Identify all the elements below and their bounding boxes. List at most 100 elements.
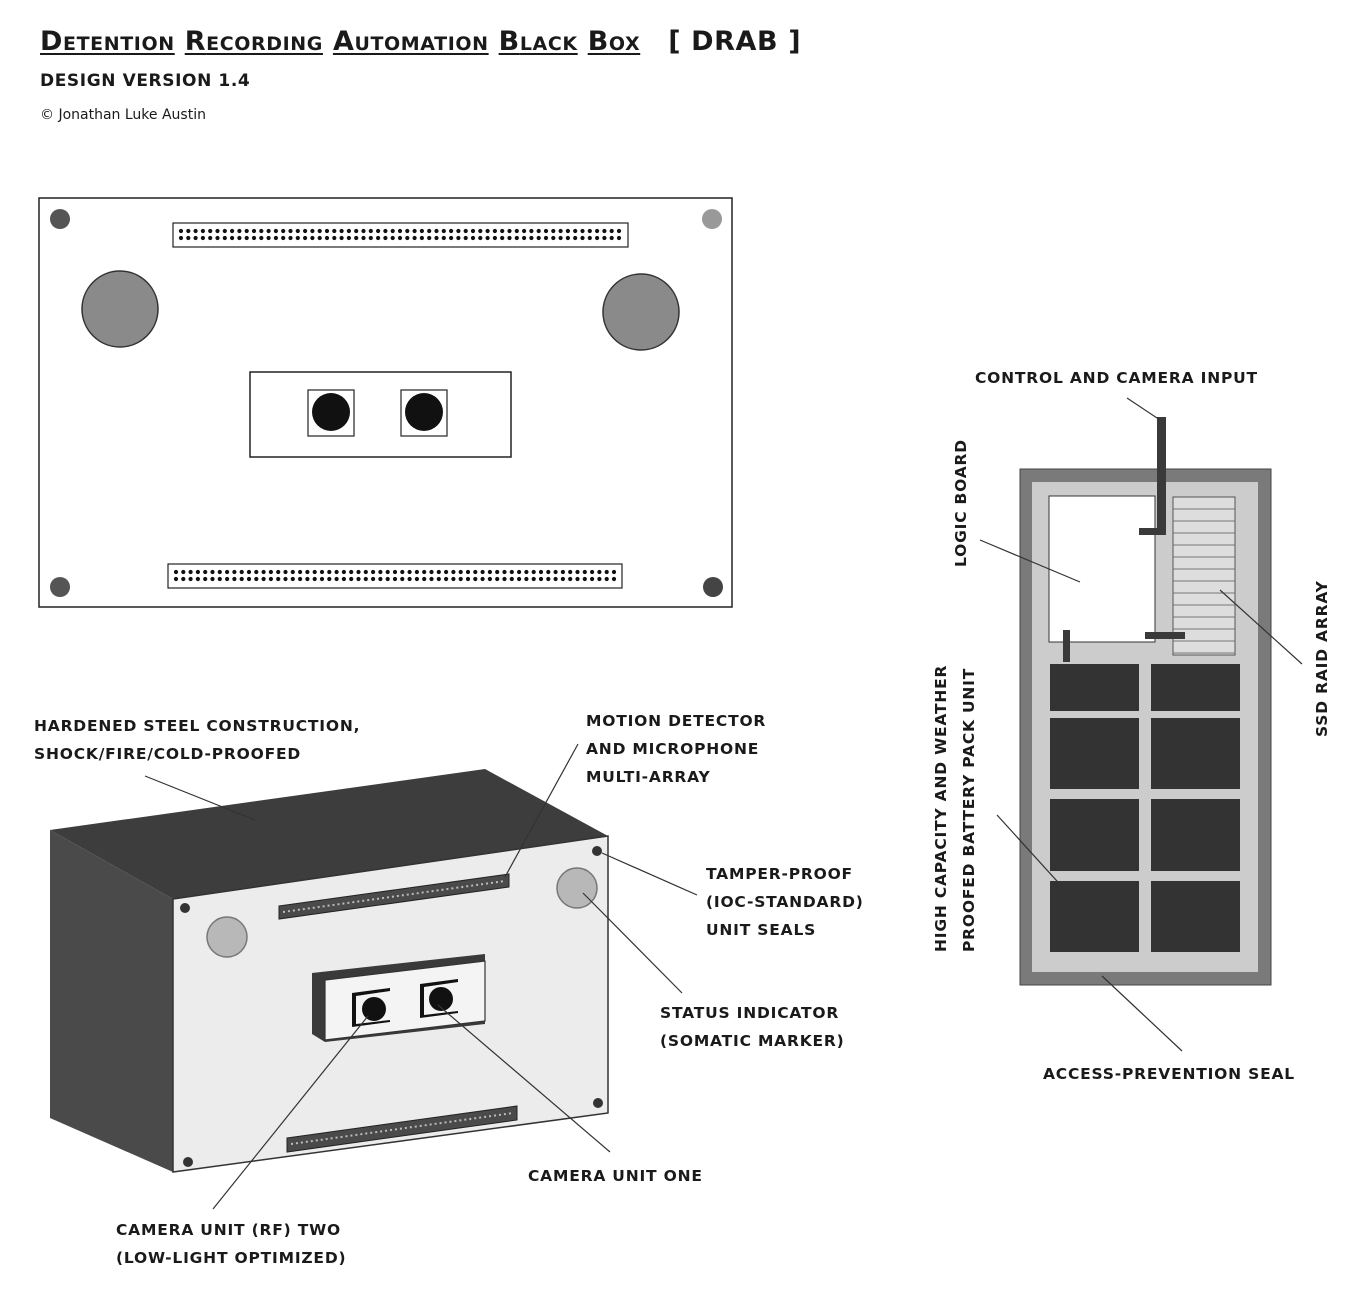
label-seals-line: (IOC-STANDARD) — [706, 893, 864, 911]
sensor-dot — [412, 228, 417, 234]
sensor-dot — [346, 228, 351, 234]
sensor-dot — [295, 228, 300, 234]
sensor-dot — [397, 228, 403, 234]
sensor-dot — [456, 228, 461, 234]
sensor-dot — [434, 235, 439, 241]
label-logic-board: LOGIC BOARD — [952, 439, 970, 567]
front-view — [38, 197, 733, 608]
sensor-dot — [324, 235, 330, 241]
sensor-dot — [609, 235, 614, 241]
label-seals-line: TAMPER-PROOF — [706, 865, 853, 883]
sensor-dot — [422, 576, 427, 582]
sensor-dot — [288, 235, 293, 241]
sensor-dot — [215, 235, 220, 241]
sensor-dot — [427, 228, 432, 234]
sensor-dot — [595, 235, 600, 241]
sensor-dot — [590, 576, 595, 582]
sensor-dot — [392, 569, 398, 575]
isometric-view — [50, 769, 609, 1173]
sensor-dot — [451, 569, 456, 575]
sensor-dot — [551, 235, 556, 241]
sensor-dot — [178, 235, 184, 241]
sensor-dot — [173, 576, 179, 582]
sensor-dot — [441, 235, 446, 241]
battery-cell — [1151, 799, 1240, 871]
sensor-dot — [200, 228, 205, 234]
sensor-dot — [597, 569, 602, 575]
sensor-dot — [210, 569, 215, 575]
sensor-dot — [392, 576, 398, 582]
unit-seal — [593, 1098, 603, 1108]
sensor-dot — [339, 235, 344, 241]
sensor-dots — [178, 228, 622, 241]
sensor-dot — [495, 576, 500, 582]
page-title: Detention Recording Automation Black Box… — [40, 26, 801, 57]
sensor-dot — [400, 569, 405, 575]
sensor-dot — [332, 228, 337, 234]
sensor-dot — [560, 569, 566, 575]
sensor-dot — [568, 576, 573, 582]
sensor-dot — [414, 576, 419, 582]
sensor-dot — [244, 235, 249, 241]
sensor-dot — [390, 235, 395, 241]
sensor-dot — [232, 576, 237, 582]
sensor-dot — [543, 235, 549, 241]
sensor-dot — [434, 228, 439, 234]
battery-cell — [1151, 718, 1240, 789]
sensor-dot — [215, 228, 220, 234]
sensor-dot — [522, 228, 527, 234]
sensor-dot — [361, 228, 366, 234]
sensor-dot — [500, 235, 505, 241]
sensor-dot — [368, 235, 373, 241]
sensor-dot — [339, 228, 344, 234]
sensor-dot — [222, 228, 227, 234]
sensor-dot — [385, 569, 390, 575]
sensor-dot — [276, 569, 281, 575]
sensor-dot — [436, 569, 441, 575]
sensor-dot — [538, 569, 544, 575]
sensor-dot — [363, 576, 368, 582]
sensor-dot — [553, 569, 558, 575]
sensor-dot — [239, 576, 244, 582]
sensor-dot — [195, 576, 200, 582]
sensor-dot — [500, 228, 505, 234]
label-motion-line: MOTION DETECTOR — [586, 712, 766, 730]
sensor-dot — [390, 228, 395, 234]
sensor-dot — [480, 569, 485, 575]
camera-lens — [312, 393, 350, 431]
sensor-dot — [246, 576, 252, 582]
box-side-face — [50, 830, 173, 1172]
logic-board — [1048, 495, 1156, 643]
sensor-dot — [303, 228, 308, 234]
sensor-dot — [473, 569, 478, 575]
sensor-dot — [334, 569, 339, 575]
sensor-dot — [378, 576, 383, 582]
sensor-dot — [573, 228, 578, 234]
sensor-dot — [186, 228, 191, 234]
sensor-dot — [383, 235, 388, 241]
sensor-dot — [531, 576, 536, 582]
sensor-dot — [573, 235, 578, 241]
sensor-dot — [225, 569, 230, 575]
sensor-dot — [560, 576, 566, 582]
sensor-dot — [405, 235, 410, 241]
sensor-dot — [456, 235, 461, 241]
sensor-dot — [356, 569, 361, 575]
sensor-dot — [524, 576, 529, 582]
sensor-dot — [298, 576, 303, 582]
sensor-dot — [217, 576, 222, 582]
battery-cell — [1050, 799, 1139, 871]
sensor-dot — [407, 569, 412, 575]
sensor-dot — [354, 228, 359, 234]
sensor-dot — [587, 235, 592, 241]
sensor-dot — [319, 569, 325, 575]
sensor-dot — [551, 228, 556, 234]
sensor-dot — [514, 228, 519, 234]
label-steel-line: SHOCK/FIRE/COLD-PROOFED — [34, 745, 301, 763]
sensor-dot — [422, 569, 427, 575]
sensor-dot — [332, 235, 337, 241]
sensor-dot — [444, 569, 449, 575]
leader-lines — [144, 397, 1303, 1210]
sensor-dot — [458, 569, 463, 575]
sensor-dot — [565, 228, 571, 234]
